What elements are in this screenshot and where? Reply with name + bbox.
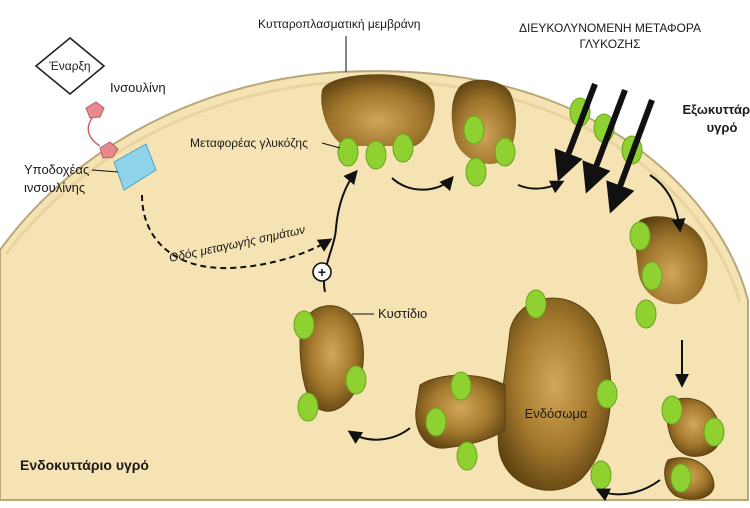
transporter-dot bbox=[671, 464, 691, 492]
receptor-label-line2: ινσουλίνης bbox=[24, 180, 85, 195]
extracellular-label-line2: υγρό bbox=[707, 120, 738, 135]
endosome-label: Ενδόσωμα bbox=[525, 406, 588, 421]
extracellular-label-line1: Εξωκυττάριο bbox=[682, 102, 750, 117]
vesicle-label: Κυστίδιο bbox=[378, 306, 427, 321]
insulin-label: Ινσουλίνη bbox=[110, 80, 166, 95]
transporter-dot bbox=[298, 393, 318, 421]
transporter-dot bbox=[451, 372, 471, 400]
transporter-dot bbox=[630, 222, 650, 250]
transporter-dot bbox=[662, 396, 682, 424]
transporter-dot bbox=[393, 134, 413, 162]
transporter-dot bbox=[636, 300, 656, 328]
intracellular-label: Ενδοκυττάριο υγρό bbox=[20, 457, 149, 473]
transporter-dot bbox=[495, 138, 515, 166]
transporter-dot bbox=[346, 366, 366, 394]
transporter-dot bbox=[591, 461, 611, 489]
transporter-dot bbox=[466, 158, 486, 186]
facilitated-label-line2: ΓΛΥΚΟΖΗΣ bbox=[579, 37, 640, 51]
transporter-dot bbox=[464, 116, 484, 144]
transporter-dot bbox=[426, 408, 446, 436]
transporter-dot bbox=[366, 141, 386, 169]
transporter-label: Μεταφορέας γλυκόζης bbox=[190, 136, 308, 150]
membrane-pocket-1 bbox=[321, 74, 435, 146]
start-label: Έναρξη bbox=[48, 59, 90, 73]
transporter-dot bbox=[526, 290, 546, 318]
transporter-dot bbox=[642, 262, 662, 290]
transporter-dot bbox=[294, 311, 314, 339]
membrane-label: Κυτταροπλασματική μεμβράνη bbox=[258, 17, 420, 31]
transporter-dot bbox=[597, 380, 617, 408]
insulin-molecule-icon bbox=[86, 102, 118, 158]
facilitated-label-line1: ΔΙΕΥΚΟΛΥΝΟΜΕΝΗ ΜΕΤΑΦΟΡΑ bbox=[519, 21, 701, 35]
transporter-dot bbox=[338, 138, 358, 166]
plus-label: + bbox=[318, 264, 326, 280]
endosome-body bbox=[498, 298, 611, 490]
receptor-label-line1: Υποδοχέας bbox=[24, 162, 89, 177]
transporter-dot bbox=[704, 418, 724, 446]
transporter-dot bbox=[457, 442, 477, 470]
